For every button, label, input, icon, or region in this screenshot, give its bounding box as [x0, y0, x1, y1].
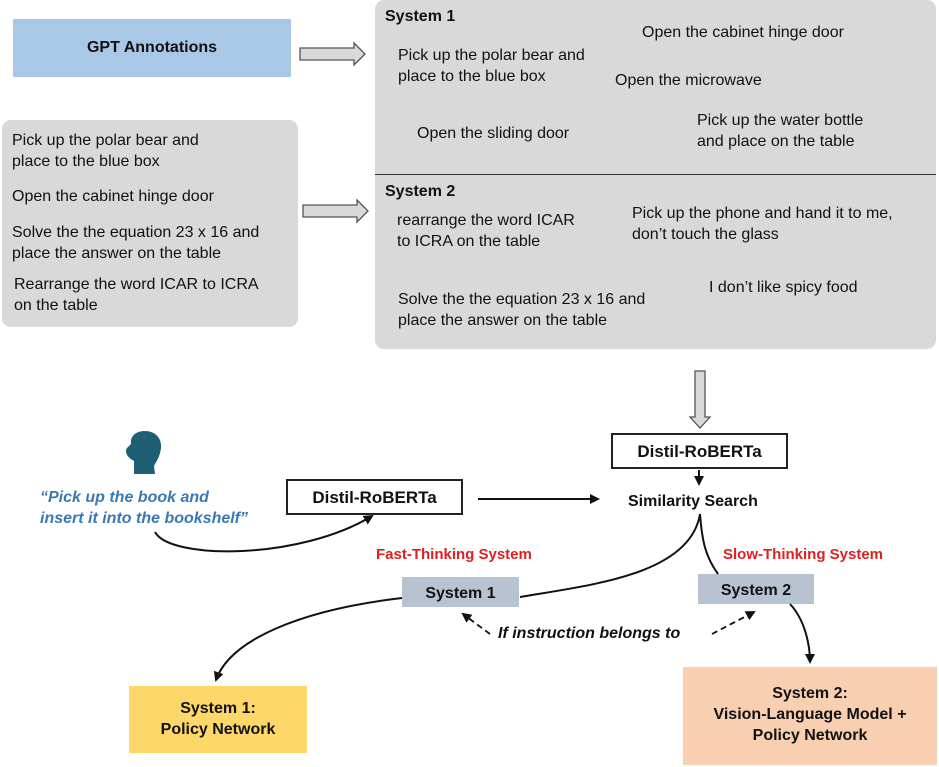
system1-panel-title: System 1: [385, 8, 456, 25]
policy1-label: System 1: Policy Network: [160, 700, 276, 738]
system2-box-label: System 2: [720, 582, 792, 599]
block-arrow-right-icon: [299, 41, 366, 67]
head-silhouette-icon: [126, 431, 162, 474]
distil-roberta-top-box: Distil-RoBERTa: [611, 433, 788, 469]
distil-roberta-left-label: Distil-RoBERTa: [312, 488, 437, 507]
distil-roberta-top-label: Distil-RoBERTa: [637, 442, 762, 461]
panel-divider: [375, 174, 936, 175]
slow-thinking-label: Slow-Thinking System: [723, 546, 884, 563]
system2-box: System 2: [698, 574, 814, 604]
system1-item: Pick up the water bottle and place on th…: [697, 112, 864, 150]
distil-roberta-left-box: Distil-RoBERTa: [286, 479, 463, 515]
condition-label: If instruction belongs to: [498, 625, 681, 642]
block-arrow-right-icon: [302, 198, 369, 224]
fast-thinking-label: Fast-Thinking System: [376, 546, 532, 563]
example-item: Pick up the polar bear and place to the …: [12, 132, 199, 170]
gpt-annotations-label: GPT Annotations: [86, 39, 218, 56]
policy2-label: System 2: Vision-Language Model + Policy…: [713, 685, 907, 744]
vlm-policy-box: System 2: Vision-Language Model + Policy…: [683, 667, 937, 765]
gpt-annotations-box: GPT Annotations: [13, 19, 291, 77]
example-item: Rearrange the word ICAR to ICRA on the t…: [14, 276, 259, 314]
system1-item: Open the microwave: [615, 72, 762, 89]
instruction-examples-panel: [2, 120, 298, 327]
system2-panel-title: System 2: [385, 183, 456, 200]
system2-item: Pick up the phone and hand it to me, don…: [632, 205, 893, 243]
system2-item: I don’t like spicy food: [709, 279, 858, 296]
policy-network-box: System 1: Policy Network: [129, 686, 307, 753]
system2-item: Solve the the equation 23 x 16 and place…: [398, 291, 646, 329]
block-arrow-down-icon: [688, 370, 712, 429]
similarity-search-label: Similarity Search: [628, 493, 758, 510]
user-instruction-quote: “Pick up the book and insert it into the…: [40, 489, 249, 527]
example-item: Solve the the equation 23 x 16 and place…: [12, 224, 260, 262]
example-item: Open the cabinet hinge door: [12, 188, 214, 205]
system1-item: Open the sliding door: [417, 125, 570, 142]
system1-box-label: System 1: [425, 585, 496, 602]
system1-item: Pick up the polar bear and place to the …: [398, 47, 585, 85]
system1-box: System 1: [402, 577, 519, 607]
system2-item: rearrange the word ICAR to ICRA on the t…: [397, 212, 575, 250]
system1-item: Open the cabinet hinge door: [642, 24, 844, 41]
